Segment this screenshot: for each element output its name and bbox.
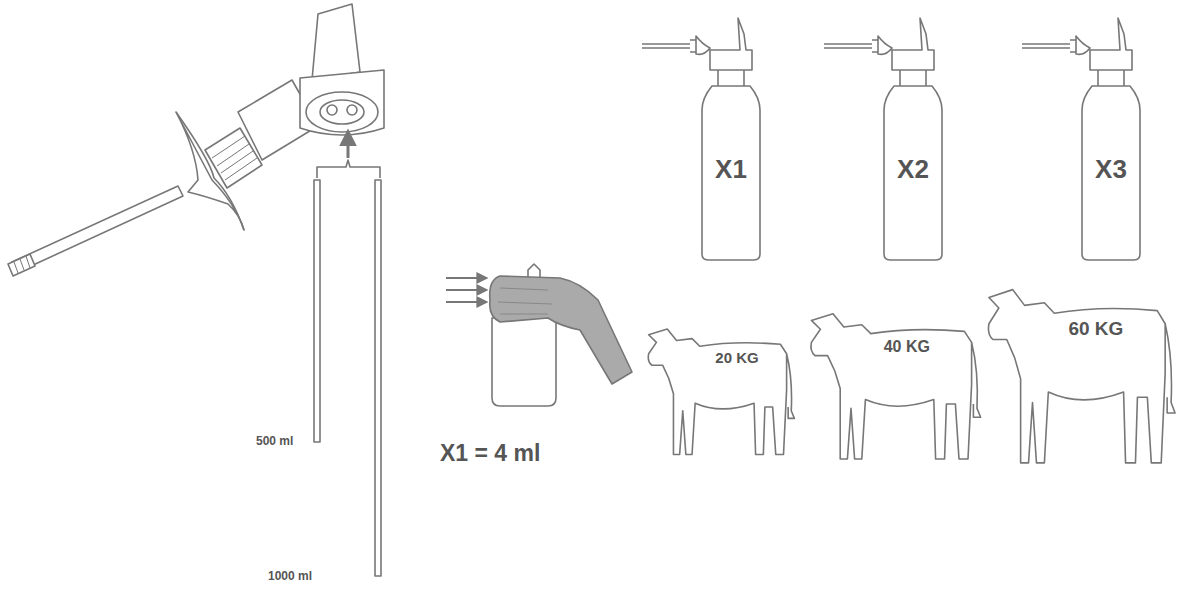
calf-outline [983, 266, 1181, 476]
dose-multiplier: X2 [897, 154, 929, 185]
glove [490, 276, 632, 384]
inlet [306, 92, 378, 132]
squeeze-bottle [492, 318, 556, 406]
bottle-outline [822, 14, 952, 264]
calf-outline [644, 312, 799, 464]
outline [988, 290, 1175, 463]
nozzle-tip [8, 254, 35, 276]
weight-label: 40 KG [884, 338, 930, 356]
inlet-housing [300, 70, 384, 135]
top-cone [312, 4, 360, 80]
bottle-outline [1020, 14, 1150, 264]
weight-label: 20 KG [715, 349, 758, 366]
volume-label: 500 ml [256, 434, 293, 448]
outline [811, 314, 981, 459]
outline [642, 18, 760, 260]
volume-label: 1000 ml [268, 569, 312, 583]
dose-bottle: X2 [822, 14, 952, 264]
hand-squeeze [446, 264, 632, 406]
outline [824, 18, 942, 260]
outline [648, 329, 794, 454]
nozzle-tube [12, 186, 183, 272]
calf-outline [806, 294, 986, 470]
dose-multiplier: X3 [1095, 154, 1127, 185]
tube-500 [314, 180, 320, 442]
outline [1022, 18, 1140, 260]
bottle-outline [640, 14, 770, 264]
dose-equation: X1 = 4 ml [440, 440, 540, 467]
calf-figure: 60 KG [983, 266, 1181, 476]
arrow [347, 132, 350, 158]
dose-multiplier: X1 [715, 154, 747, 185]
dose-bottle: X1 [640, 14, 770, 264]
calf-figure: 20 KG [644, 312, 799, 464]
bracket [317, 160, 380, 178]
weight-label: 60 KG [1068, 318, 1123, 340]
tube-1000 [375, 180, 381, 576]
calf-figure: 40 KG [806, 294, 986, 470]
dose-bottle: X3 [1020, 14, 1150, 264]
